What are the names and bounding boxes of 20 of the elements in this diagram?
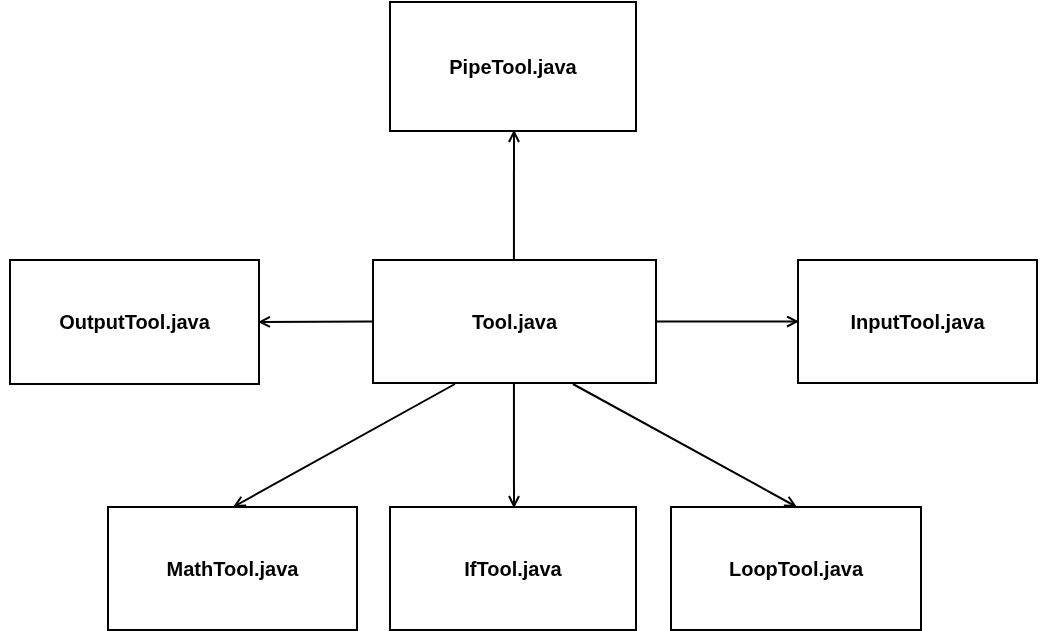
file-name: IfTool.java [464,556,562,582]
class-box [389,506,637,631]
file-name: OutputTool.java [59,310,210,335]
class-box [797,259,1038,384]
class-box [670,506,922,631]
arrow [259,315,373,328]
arrow [571,383,796,507]
arrow [508,131,520,260]
class-box [9,259,260,385]
file-name: MathTool.java [166,556,299,582]
file-name: InputTool.java [850,309,985,335]
file-name: Tool.java [471,309,558,335]
file-name: PipeTool.java [449,54,577,80]
file-name: LoopTool.java [728,556,864,582]
class-box [107,506,358,631]
arrow [234,383,456,507]
arrow [656,315,798,328]
class-box [372,259,657,384]
class-box [389,1,637,132]
arrow [508,383,520,507]
